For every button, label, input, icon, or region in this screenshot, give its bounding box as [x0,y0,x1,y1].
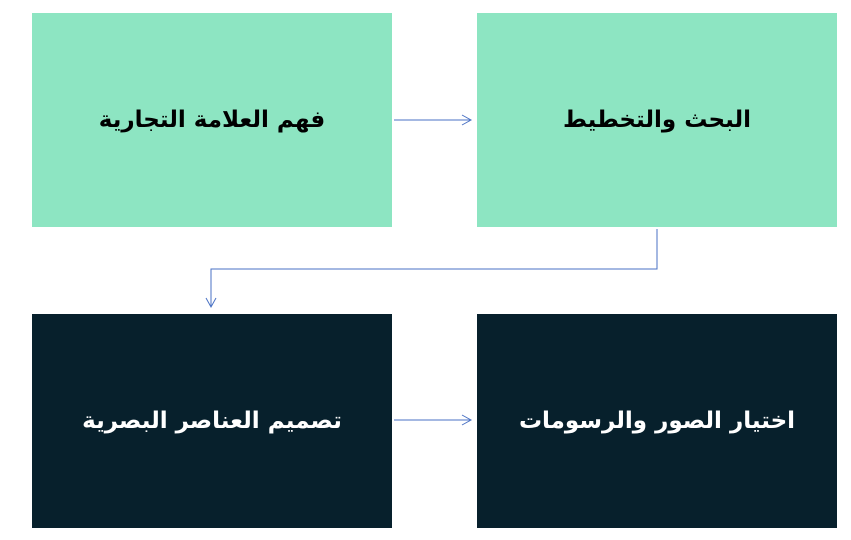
node-label: فهم العلامة التجارية [98,107,326,133]
connector-step2-to-step4 [205,229,658,309]
node-select-images: اختيار الصور والرسومات [477,314,837,528]
node-understand-brand: فهم العلامة التجارية [32,13,392,227]
node-label: البحث والتخطيط [562,107,752,133]
node-label: اختيار الصور والرسومات [518,408,796,434]
node-label: تصميم العناصر البصرية [82,408,342,434]
connector-step1-to-step2 [394,114,473,126]
connector-step4-to-step3 [394,414,473,426]
node-design-visual-elements: تصميم العناصر البصرية [32,314,392,528]
node-research-planning: البحث والتخطيط [477,13,837,227]
